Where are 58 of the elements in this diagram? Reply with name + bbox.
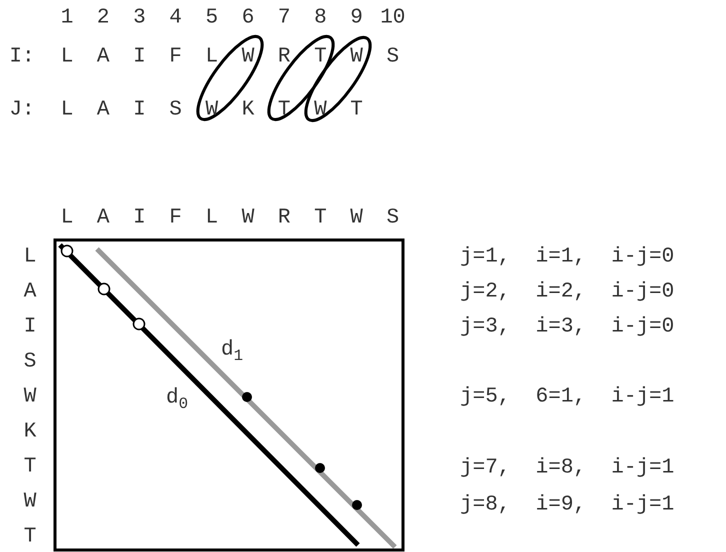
- index-number: 8: [314, 8, 327, 28]
- column-letter: T: [314, 208, 327, 228]
- sequence-letter: A: [96, 100, 110, 120]
- column-letter: W: [242, 208, 254, 228]
- index-number: 10: [380, 8, 406, 28]
- sequence-name: J:: [9, 100, 35, 120]
- diagonal-label: d$_{1}$: [220, 339, 244, 365]
- match-note: j=8, i=9, i-j=1: [460, 494, 674, 516]
- column-letter: L: [206, 208, 218, 228]
- column-letter: F: [169, 208, 182, 228]
- sequence-letter: K: [242, 100, 254, 120]
- index-number: 9: [350, 8, 363, 28]
- index-number: 3: [133, 8, 146, 28]
- sequence-letter: W: [350, 46, 363, 68]
- index-number: 7: [278, 8, 290, 28]
- sequence-name: I:: [9, 46, 35, 68]
- sequence-letter: A: [96, 46, 110, 68]
- column-letter: A: [96, 208, 110, 228]
- index-number: 2: [96, 8, 110, 28]
- row-letter: L: [24, 246, 36, 268]
- diagonal-label: d$_{0}$: [166, 387, 188, 413]
- row-letter: S: [24, 352, 36, 372]
- match-note: j=7, i=8, i-j=1: [460, 458, 674, 478]
- row-letter: K: [24, 422, 36, 442]
- row-letter: A: [24, 282, 36, 302]
- column-letter: S: [386, 208, 400, 228]
- row-letter: W: [24, 492, 36, 512]
- match-note: j=5, 6=1, i-j=1: [460, 386, 674, 408]
- index-number: 5: [206, 8, 218, 28]
- sequence-letter: T: [278, 100, 290, 120]
- column-letter: I: [133, 208, 146, 228]
- sequence-letter: L: [60, 46, 74, 68]
- index-number: 1: [60, 8, 74, 28]
- index-number: 4: [169, 8, 182, 28]
- sequence-letter: S: [169, 100, 182, 120]
- match-note: j=3, i=3, i-j=0: [460, 316, 674, 338]
- row-letter: I: [24, 316, 36, 338]
- column-letter: W: [350, 208, 363, 228]
- sequence-letter: L: [206, 46, 218, 68]
- sequence-letter: T: [350, 100, 363, 120]
- sequence-letter: F: [169, 46, 182, 68]
- row-letter: T: [24, 526, 36, 548]
- sequence-letter: W: [206, 100, 218, 120]
- sequence-letter: S: [386, 46, 400, 68]
- sequence-letter: T: [314, 46, 327, 68]
- sequence-letter: I: [133, 46, 146, 68]
- match-note: j=2, i=2, i-j=0: [460, 282, 674, 302]
- sequence-letter: R: [278, 46, 290, 68]
- row-letter: T: [24, 456, 36, 478]
- sequence-letter: I: [133, 100, 146, 120]
- column-letter: L: [60, 208, 74, 228]
- row-letter: W: [24, 386, 36, 408]
- match-note: j=1, i=1, i-j=0: [460, 246, 674, 268]
- sequence-letter: L: [60, 100, 74, 120]
- sequence-letter: W: [242, 46, 254, 68]
- index-number: 6: [242, 8, 254, 28]
- column-letter: R: [278, 208, 290, 228]
- sequence-letter: W: [314, 100, 327, 120]
